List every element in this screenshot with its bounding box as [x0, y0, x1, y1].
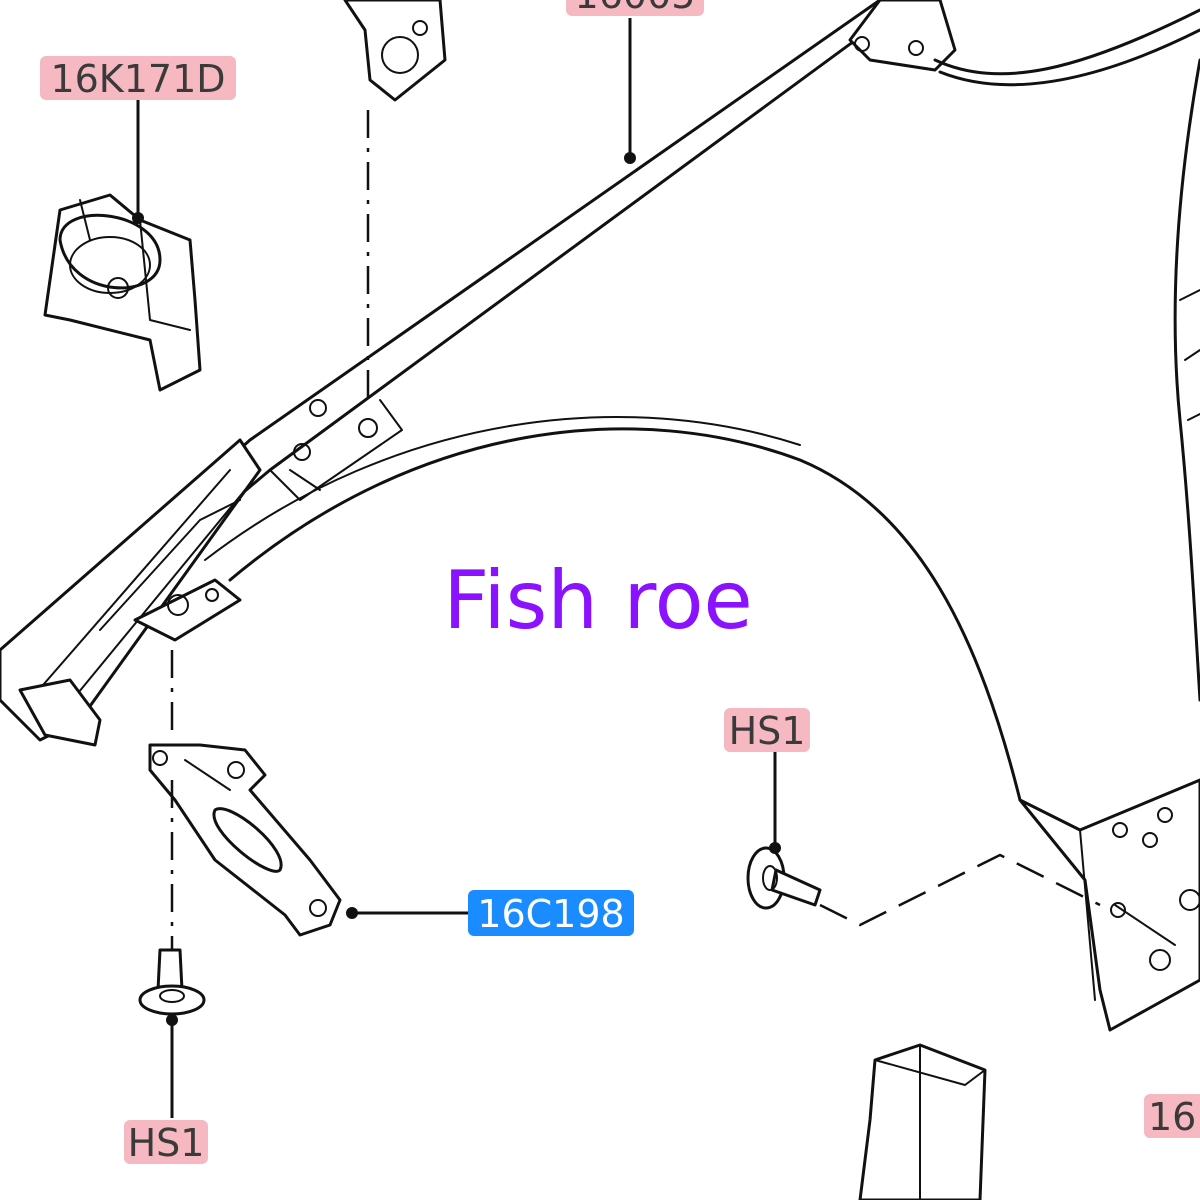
top-bracket	[343, 0, 447, 102]
callout-hs1-left[interactable]: HS1	[124, 1120, 208, 1165]
bolt-hs1-right	[746, 846, 822, 910]
bolt-hs1-left	[138, 948, 206, 1016]
callout-16005[interactable]: 16005	[566, 0, 704, 17]
callout-16C198[interactable]: 16C198	[468, 890, 634, 936]
callout-label: 16K171D	[50, 57, 225, 101]
body-side-panel	[1173, 58, 1200, 702]
callout-label: 16005	[575, 0, 696, 17]
assembly-lines	[170, 110, 1101, 950]
callout-16K171D[interactable]: 16K171D	[40, 56, 236, 101]
bracket-16C198	[148, 743, 342, 937]
top-right-bracket	[848, 0, 1200, 87]
callout-hs1-right[interactable]: HS1	[724, 708, 810, 753]
callout-label: 16	[1148, 1095, 1196, 1139]
leader-lines	[132, 18, 781, 1118]
callout-label: HS1	[128, 1121, 205, 1165]
overlay-label: Fish roe	[443, 554, 753, 647]
bottom-block-part	[858, 1043, 987, 1200]
callout-label: 16C198	[477, 892, 624, 936]
callout-label: HS1	[729, 709, 806, 753]
wheel-arch	[204, 416, 1022, 802]
callout-16-partial[interactable]: 16	[1144, 1094, 1200, 1139]
front-rail	[0, 438, 262, 747]
isolator-part-16K171D	[43, 193, 202, 392]
lower-right-bracket	[1018, 778, 1200, 1032]
